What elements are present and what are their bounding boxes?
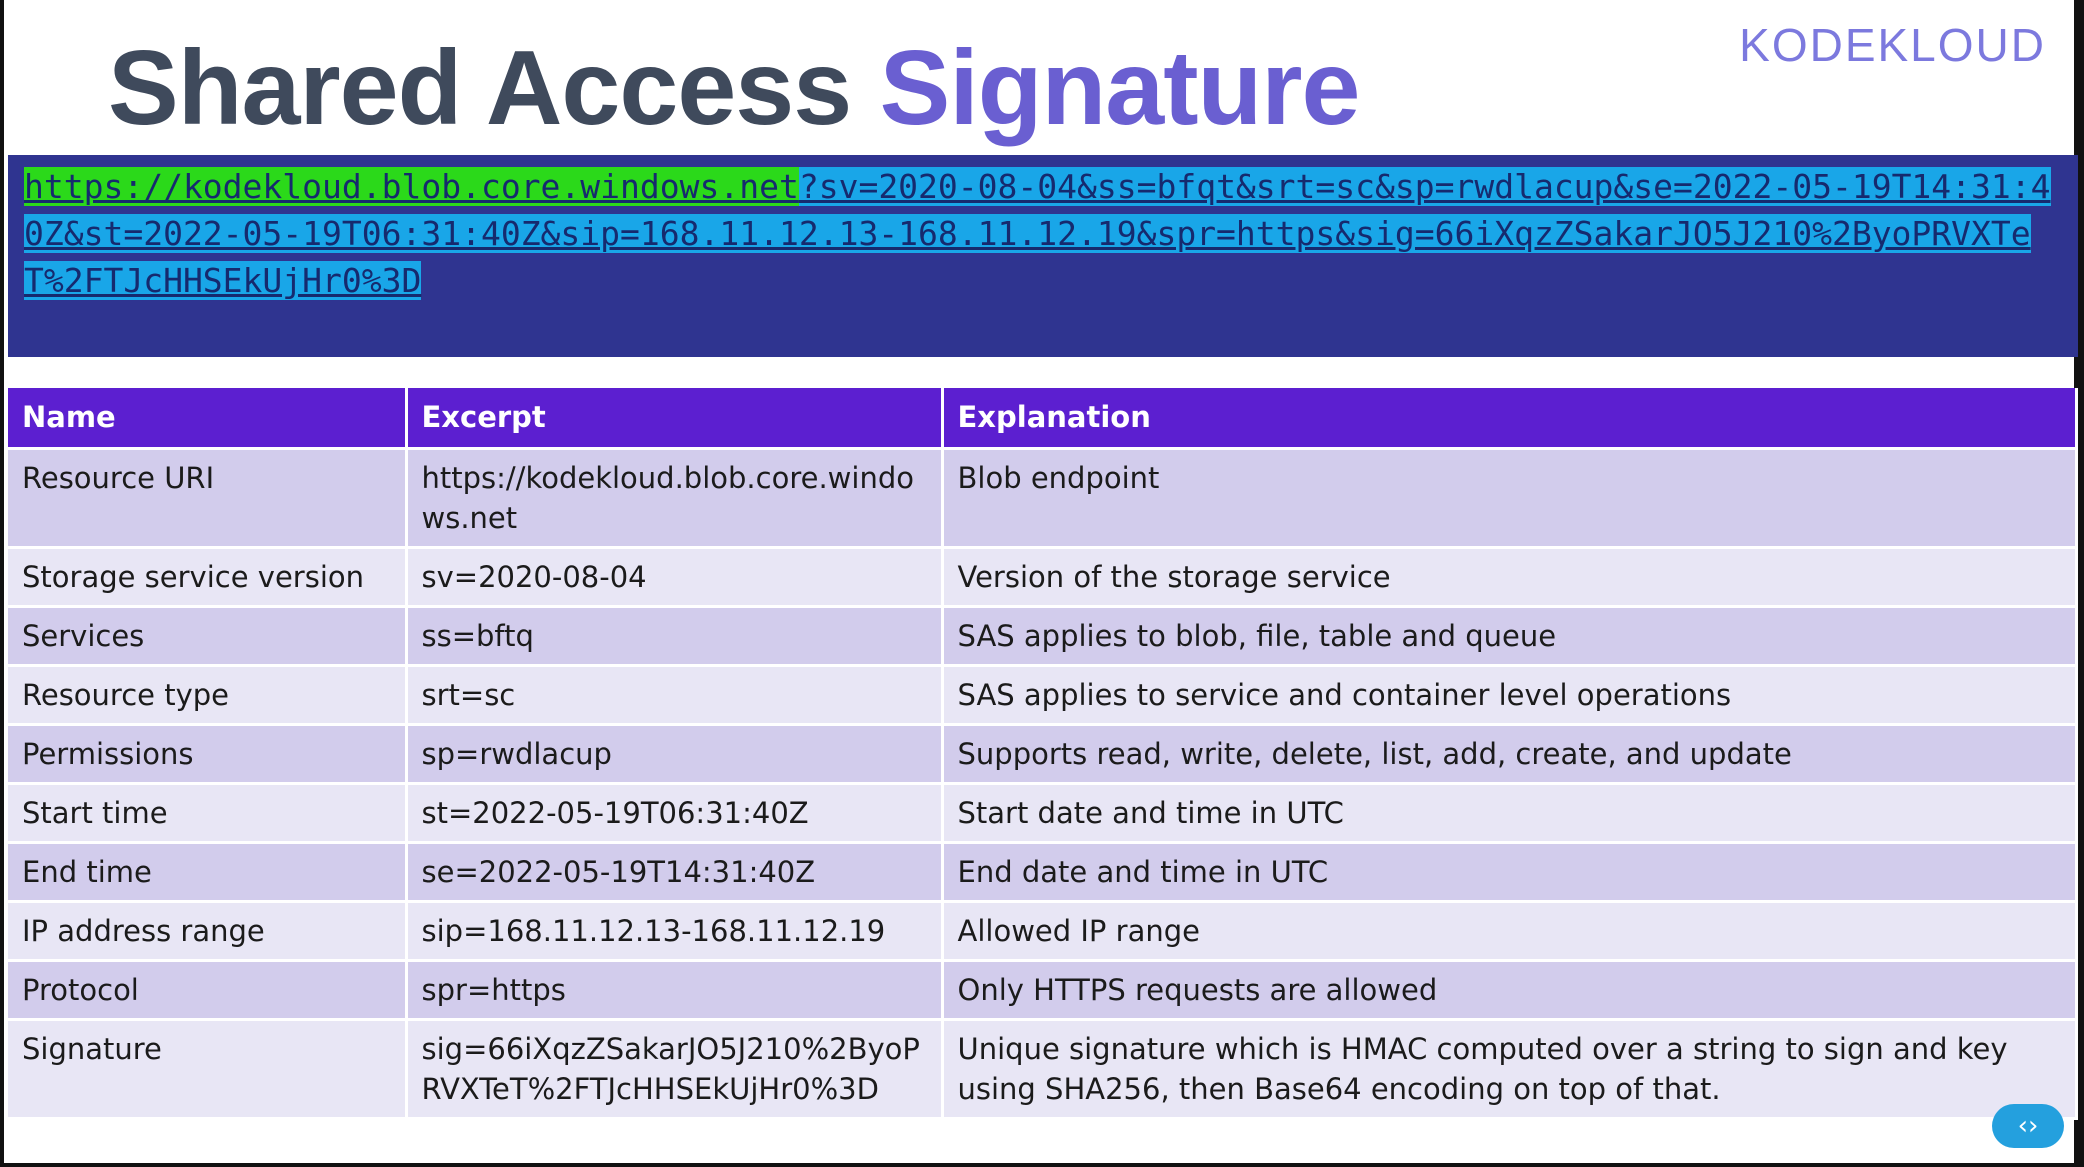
header-name: Name <box>8 388 408 450</box>
cell-excerpt: sp=rwdlacup <box>406 724 944 785</box>
cell-explanation: Supports read, write, delete, list, add,… <box>942 724 2078 785</box>
cell-name: Permissions <box>8 724 408 785</box>
cell-excerpt: https://kodekloud.blob.core.windows.net <box>406 448 944 549</box>
header-excerpt: Excerpt <box>406 388 944 450</box>
cell-name: Start time <box>8 783 408 844</box>
table-row: End time se=2022-05-19T14:31:40Z End dat… <box>8 842 2078 903</box>
table-row: Protocol spr=https Only HTTPS requests a… <box>8 960 2078 1021</box>
cell-name: Storage service version <box>8 547 408 608</box>
cell-excerpt: sig=66iXqzZSakarJO5J210%2ByoPRVXTeT%2FTJ… <box>406 1019 944 1120</box>
cell-excerpt: se=2022-05-19T14:31:40Z <box>406 842 944 903</box>
title-main: Shared Access <box>108 29 852 147</box>
cell-name: Resource type <box>8 665 408 726</box>
sas-url-banner: https://kodekloud.blob.core.windows.net?… <box>8 155 2078 357</box>
cell-excerpt: sip=168.11.12.13-168.11.12.19 <box>406 901 944 962</box>
cell-explanation: Version of the storage service <box>942 547 2078 608</box>
cell-name: Services <box>8 606 408 667</box>
table-row: Permissions sp=rwdlacup Supports read, w… <box>8 724 2078 785</box>
code-icon[interactable]: ‹› <box>1992 1104 2064 1148</box>
cell-explanation: SAS applies to service and container lev… <box>942 665 2078 726</box>
cell-explanation: Only HTTPS requests are allowed <box>942 960 2078 1021</box>
table-row: Storage service version sv=2020-08-04 Ve… <box>8 547 2078 608</box>
table-header-row: Name Excerpt Explanation <box>8 388 2078 450</box>
title-accent: Signature <box>879 29 1361 147</box>
cell-name: Resource URI <box>8 448 408 549</box>
cell-explanation: Allowed IP range <box>942 901 2078 962</box>
cell-name: Signature <box>8 1019 408 1120</box>
cell-explanation: Start date and time in UTC <box>942 783 2078 844</box>
table-row: Signature sig=66iXqzZSakarJO5J210%2ByoPR… <box>8 1019 2078 1120</box>
cell-excerpt: spr=https <box>406 960 944 1021</box>
cell-excerpt: st=2022-05-19T06:31:40Z <box>406 783 944 844</box>
cell-name: End time <box>8 842 408 903</box>
url-host-link[interactable]: https://kodekloud.blob.core.windows.net <box>24 167 799 206</box>
cell-excerpt: sv=2020-08-04 <box>406 547 944 608</box>
cell-explanation: End date and time in UTC <box>942 842 2078 903</box>
sas-url: https://kodekloud.blob.core.windows.net?… <box>24 163 2054 304</box>
cell-explanation: Blob endpoint <box>942 448 2078 549</box>
cell-explanation: Unique signature which is HMAC computed … <box>942 1019 2078 1120</box>
cell-name: IP address range <box>8 901 408 962</box>
cell-excerpt: srt=sc <box>406 665 944 726</box>
table-row: Resource URI https://kodekloud.blob.core… <box>8 448 2078 549</box>
table-row: IP address range sip=168.11.12.13-168.11… <box>8 901 2078 962</box>
kodekloud-logo: KODEKLOUD <box>1739 19 2046 71</box>
cell-explanation: SAS applies to blob, file, table and que… <box>942 606 2078 667</box>
sas-parameters-table: Name Excerpt Explanation Resource URI ht… <box>8 388 2078 1120</box>
slide-title: Shared Access Signature <box>108 28 1360 148</box>
table-row: Services ss=bftq SAS applies to blob, fi… <box>8 606 2078 667</box>
header-explanation: Explanation <box>942 388 2078 450</box>
cell-excerpt: ss=bftq <box>406 606 944 667</box>
table-row: Resource type srt=sc SAS applies to serv… <box>8 665 2078 726</box>
table-row: Start time st=2022-05-19T06:31:40Z Start… <box>8 783 2078 844</box>
cell-name: Protocol <box>8 960 408 1021</box>
